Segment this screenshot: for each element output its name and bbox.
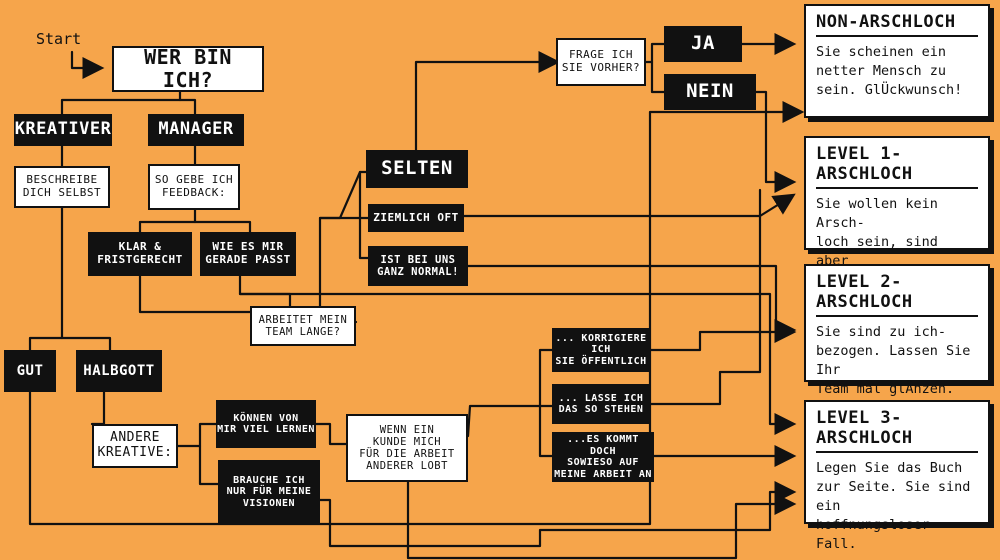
connector — [314, 422, 348, 446]
node-wer-bin-ich: WER BIN ICH? — [112, 46, 264, 92]
result-non-arschloch: NON-ARSCHLOCH Sie scheinen ein netter Me… — [804, 4, 990, 118]
connector — [466, 264, 797, 341]
connector — [70, 50, 105, 79]
result-text: Sie sind zu ich- bezogen. Lassen Sie Ihr… — [816, 324, 971, 397]
result-level-3: LEVEL 3-ARSCHLOCH Legen Sie das Buch zur… — [804, 400, 990, 552]
connector — [648, 321, 797, 352]
connector — [238, 274, 292, 308]
node-andere: ANDERE KREATIVE: — [92, 424, 178, 468]
node-gut: GUT — [4, 350, 56, 392]
connector — [198, 444, 220, 486]
result-title: LEVEL 2-ARSCHLOCH — [816, 272, 978, 317]
result-title: LEVEL 1-ARSCHLOCH — [816, 144, 978, 189]
result-title: LEVEL 3-ARSCHLOCH — [816, 408, 978, 453]
node-klar: KLAR & FRISTGERECHT — [88, 232, 192, 276]
node-frage: FRAGE ICH SIE VORHER? — [556, 38, 646, 86]
connector — [28, 206, 64, 352]
node-ja: JA — [664, 26, 742, 62]
connector — [650, 60, 666, 94]
connector — [178, 98, 197, 116]
node-brauche: BRAUCHE ICH NUR FÜR MEINE VISIONEN — [218, 460, 320, 524]
result-text: Legen Sie das Buch zur Seite. Sie sind e… — [816, 460, 971, 552]
connector — [644, 42, 666, 64]
result-level-1: LEVEL 1-ARSCHLOCH Sie wollen kein Arsch-… — [804, 136, 990, 306]
connector — [193, 220, 252, 234]
connector — [318, 481, 797, 548]
connector — [754, 90, 797, 193]
node-korrigiere: ... KORRIGIERE ICH SIE ÖFFENTLICH — [552, 328, 650, 372]
node-halbgott: HALBGOTT — [76, 350, 162, 392]
node-manager: MANAGER — [148, 114, 244, 146]
node-lasse: ... LASSE ICH DAS SO STEHEN — [552, 384, 650, 424]
node-ziemlich: ZIEMLICH OFT — [368, 204, 464, 232]
node-selten: SELTEN — [366, 150, 468, 188]
node-kommt: ...ES KOMMT DOCH SOWIESO AUF MEINE ARBEI… — [552, 432, 654, 482]
connector — [60, 336, 112, 352]
connector — [406, 480, 797, 560]
node-nein: NEIN — [664, 74, 756, 110]
connector — [28, 101, 805, 526]
connector — [318, 170, 368, 220]
connector — [358, 170, 370, 260]
node-koennen: KÖNNEN VON MIR VIEL LERNEN — [216, 400, 316, 448]
node-so-gebe: SO GEBE ICH FEEDBACK: — [148, 164, 240, 210]
node-beschreibe: BESCHREIBE DICH SELBST — [14, 166, 110, 208]
node-arbeitet: ARBEITET MEIN TEAM LANGE? — [250, 306, 356, 346]
node-kunde: WENN EIN KUNDE MICH FÜR DIE ARBEIT ANDER… — [346, 414, 468, 482]
connector — [138, 208, 197, 234]
connector — [138, 274, 252, 314]
node-kreativer: KREATIVER — [14, 114, 112, 146]
connector — [462, 193, 796, 218]
start-label: Start — [36, 30, 82, 48]
connector — [176, 422, 218, 448]
connector — [238, 292, 797, 435]
result-text: Sie scheinen ein netter Mensch zu sein. … — [816, 44, 963, 98]
result-title: NON-ARSCHLOCH — [816, 12, 978, 37]
connector — [538, 404, 554, 458]
node-wie-es: WIE ES MIR GERADE PASST — [200, 232, 296, 276]
node-normal: IST BEI UNS GANZ NORMAL! — [368, 246, 468, 286]
connector — [648, 188, 762, 406]
result-level-2: LEVEL 2-ARSCHLOCH Sie sind zu ich- bezog… — [804, 264, 990, 397]
connector — [414, 51, 561, 152]
connector — [90, 390, 106, 426]
connector — [60, 90, 182, 116]
